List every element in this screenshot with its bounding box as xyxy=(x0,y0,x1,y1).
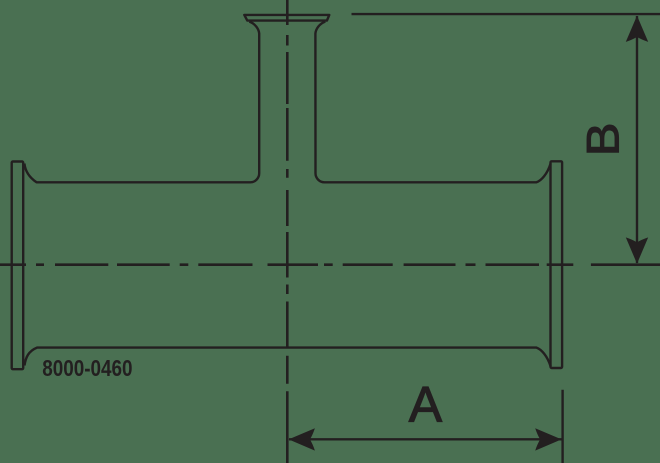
svg-text:B: B xyxy=(578,122,629,156)
svg-text:A: A xyxy=(409,377,443,433)
svg-text:8000-0460: 8000-0460 xyxy=(42,356,132,381)
